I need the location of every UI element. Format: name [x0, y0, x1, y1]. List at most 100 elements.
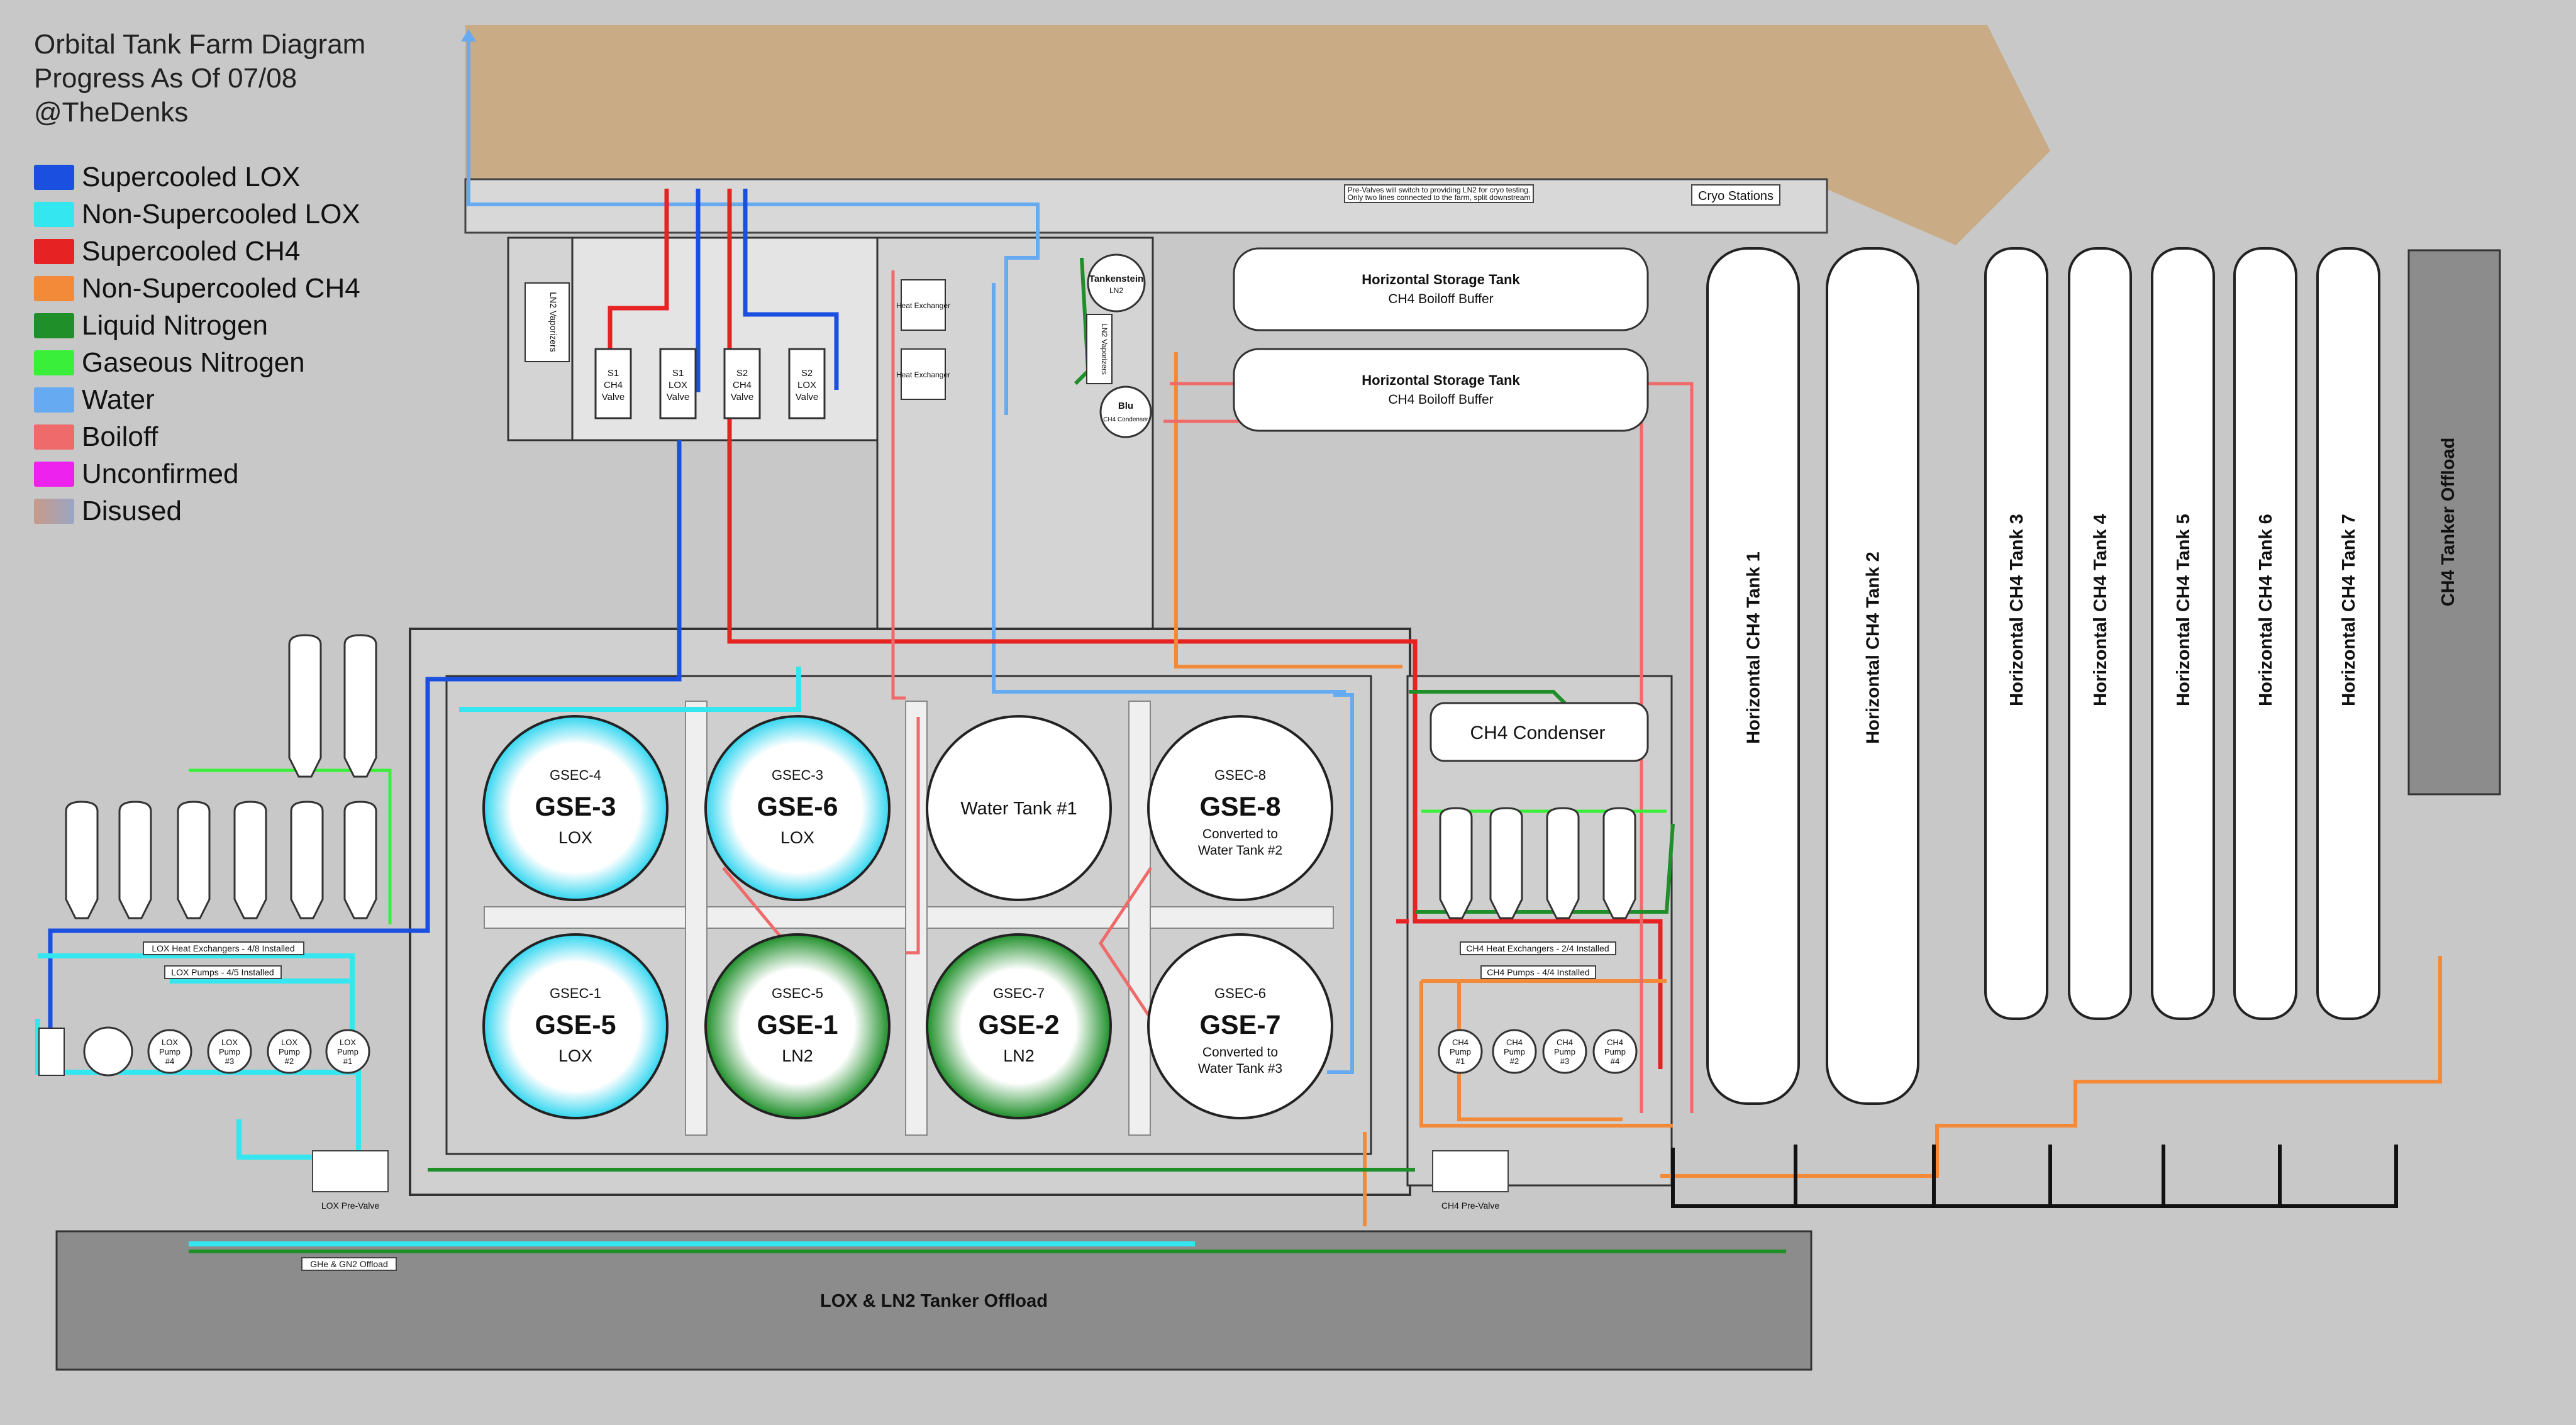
pump-label-2: Pump — [1504, 1047, 1525, 1056]
cryo-valve — [723, 348, 761, 419]
legend-label: Unconfirmed — [82, 458, 239, 489]
legend-item: Supercooled LOX — [34, 158, 360, 196]
legend-swatch — [34, 424, 74, 450]
lox-heat-exchangers — [177, 801, 377, 919]
legend-swatch — [34, 164, 74, 190]
ch4-condenser-label: CH4 Condenser — [1470, 723, 1605, 743]
pre-valve-note-2: Only two lines connected to the farm, sp… — [1348, 193, 1531, 202]
walkway-v2 — [905, 701, 928, 1136]
gse-tank — [1147, 933, 1333, 1119]
lox-pre-valve-box — [312, 1150, 389, 1192]
cryo-station-frame — [464, 178, 1828, 234]
ln2-vaporizers-box — [525, 282, 570, 362]
pump-label-2: Pump — [279, 1047, 300, 1056]
gse-tank-name: Water Tank #1 — [960, 799, 1077, 819]
walkway-v3 — [1128, 701, 1151, 1136]
pump-label-3: #3 — [225, 1056, 234, 1066]
pump-label-2: Pump — [1604, 1047, 1626, 1056]
ghe-gn2-label: GHe & GN2 Offload — [310, 1259, 387, 1269]
gse-tank-name: GSE-6 — [757, 792, 838, 822]
pump-box-lox-left — [38, 1028, 65, 1076]
cryo-valve — [788, 348, 826, 419]
storage-tank-2-sub: CH4 Boiloff Buffer — [1388, 392, 1493, 407]
pump-label-3: #1 — [343, 1056, 352, 1066]
pre-valve-note-1: Pre-Valves will switch to providing LN2 … — [1348, 186, 1531, 194]
legend-swatch — [34, 498, 74, 524]
legend-item: Non-Supercooled CH4 — [34, 270, 360, 307]
ch4-storage-tank — [1984, 247, 2048, 1020]
gse-tank-code: GSEC-6 — [1214, 985, 1266, 1001]
gse-tank — [1147, 715, 1333, 901]
heat-exchanger-1-label: Heat Exchanger — [896, 301, 950, 310]
progress-date: Progress As Of 07/08 — [34, 63, 297, 94]
lox-ln2-offload-label: LOX & LN2 Tanker Offload — [820, 1291, 1048, 1311]
gse-tank-code: GSEC-7 — [993, 985, 1045, 1001]
gse-tank-name: GSE-7 — [1199, 1010, 1280, 1040]
gse-tank-sub: Converted to — [1202, 827, 1278, 841]
lox-hx-label: LOX Heat Exchangers - 4/8 Installed — [152, 943, 294, 953]
ch4-tank-label: Horizontal CH4 Tank 6 — [2256, 514, 2276, 706]
ch4-heat-exchangers — [1439, 807, 1636, 919]
valve-line3: Valve — [796, 392, 818, 402]
lox-pre-valve-label: LOX Pre-Valve — [321, 1200, 380, 1211]
tank-rail — [1671, 1145, 2398, 1208]
legend-label: Boiloff — [82, 421, 158, 452]
pump-label-3: #4 — [165, 1056, 174, 1066]
legend-swatch — [34, 461, 74, 487]
gse-tank — [704, 933, 891, 1119]
ch4-offload-block — [2407, 249, 2501, 796]
valve-line3: Valve — [667, 392, 689, 402]
author-handle: @TheDenks — [34, 97, 189, 128]
pump — [147, 1029, 192, 1074]
storage-tank-2-title: Horizontal Storage Tank — [1362, 372, 1520, 388]
legend-item: Supercooled CH4 — [34, 233, 360, 270]
valve-line1: S2 — [736, 368, 748, 379]
valve-line3: Valve — [602, 392, 625, 402]
legend-swatch — [34, 275, 74, 301]
tankenstein-sub: LN2 — [1109, 286, 1123, 295]
page-title: Orbital Tank Farm Diagram — [34, 29, 366, 60]
valve-line3: Valve — [731, 392, 753, 402]
valve-line1: S1 — [608, 368, 619, 379]
ch4-storage-tank — [1826, 247, 1919, 1105]
legend-swatch — [34, 238, 74, 264]
ch4-lines — [1174, 352, 2442, 1226]
legend-label: Supercooled LOX — [82, 161, 301, 192]
ch4-pre-valve-box — [1432, 1150, 1509, 1192]
gse-tank — [482, 715, 669, 901]
ch4-pumps-label: CH4 Pumps - 4/4 Installed — [1487, 967, 1589, 977]
gse-tank-sub: Water Tank #3 — [1198, 1062, 1282, 1076]
ch4-storage-tank — [2233, 247, 2297, 1020]
pump — [1438, 1029, 1483, 1074]
legend-item: Unconfirmed — [34, 455, 360, 492]
spare-bottles — [65, 634, 377, 919]
valve-line1: S1 — [672, 368, 684, 379]
storage-tank-1 — [1233, 247, 1649, 331]
pump-label-2: Pump — [1554, 1047, 1575, 1056]
water-lines — [467, 38, 1354, 1074]
legend-label: Non-Supercooled CH4 — [82, 272, 360, 304]
pump — [1592, 1029, 1638, 1074]
legend-label: Supercooled CH4 — [82, 235, 301, 267]
ch4-storage-tank — [2068, 247, 2132, 1020]
pump — [1542, 1029, 1587, 1074]
pump-label-3: #4 — [1611, 1056, 1619, 1066]
pump-label-1: CH4 — [1557, 1038, 1573, 1047]
ch4-tank-label: Horizontal CH4 Tank 7 — [2339, 514, 2359, 706]
heat-exchanger-1 — [901, 279, 946, 331]
lox-empty-pump-slot — [83, 1026, 133, 1077]
water-arrow — [461, 29, 476, 42]
legend-swatch — [34, 350, 74, 375]
gse-tank-name: GSE-1 — [757, 1010, 838, 1040]
legend-item: Non-Supercooled LOX — [34, 196, 360, 233]
lox-pumps-label-box — [164, 965, 282, 979]
gse-tank-sub: Converted to — [1202, 1045, 1278, 1060]
ch4-pre-valve-label: CH4 Pre-Valve — [1441, 1200, 1500, 1211]
cryo-stations-box — [1691, 184, 1780, 206]
